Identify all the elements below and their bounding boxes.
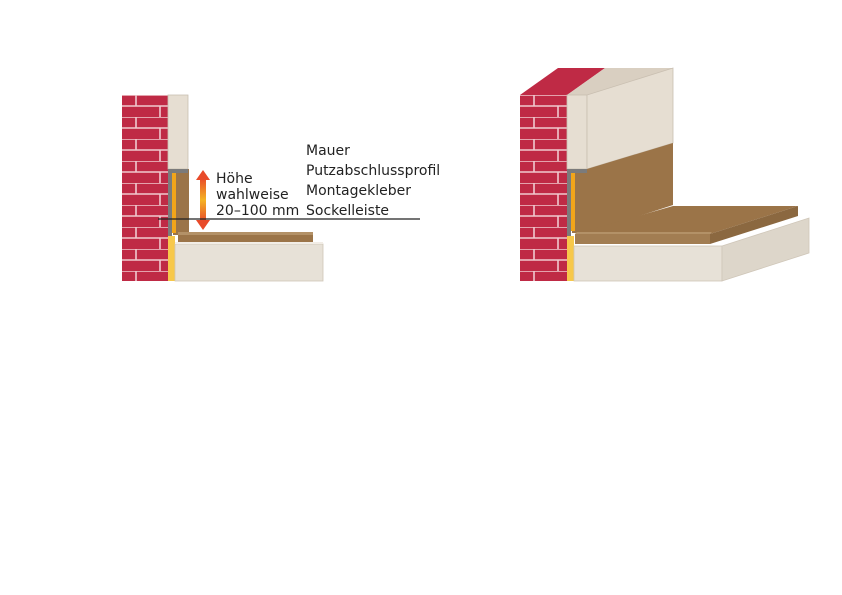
- baseboard-face: [587, 143, 673, 233]
- baseboard-front: [572, 169, 587, 233]
- height-optional-label: wahlweise: [216, 187, 289, 203]
- floor-covering-side: [710, 206, 798, 244]
- plaster-stop-profile: [168, 169, 188, 236]
- floor-covering-front: [575, 234, 710, 244]
- section-view: Höhe wahlweise 20–100 mm Mauer Putzabsch…: [122, 94, 440, 282]
- adhesive-strip-right: [571, 171, 575, 231]
- legend-sockelleiste: Sockelleiste: [306, 203, 389, 219]
- legend-mauer: Mauer: [306, 143, 350, 159]
- legend-putzabschlussprofil: Putzabschlussprofil: [306, 163, 440, 179]
- plaster-top: [567, 68, 673, 95]
- masonry-wall: [122, 95, 168, 281]
- floor-covering: [178, 232, 313, 242]
- edge-insulation-right: [567, 236, 574, 281]
- floor-covering-top: [178, 232, 313, 235]
- screed-front: [573, 245, 723, 282]
- height-range-label: 20–100 mm: [216, 203, 299, 219]
- legend-montagekleber: Montagekleber: [306, 183, 411, 199]
- adhesive-strip: [172, 171, 176, 233]
- height-label: Höhe: [216, 171, 253, 187]
- plaster-front-face: [566, 94, 588, 170]
- masonry-wall-front: [520, 95, 567, 281]
- perspective-view: [520, 67, 810, 282]
- floor-covering-surface: [575, 206, 798, 234]
- height-arrow: [196, 170, 210, 230]
- screed-side: [721, 217, 810, 282]
- screed-slab: [174, 243, 324, 282]
- plaster-stop-profile-right: [567, 169, 587, 236]
- plaster-layer: [167, 94, 189, 170]
- floor-gap: [175, 242, 323, 244]
- edge-insulation-strip: [168, 236, 175, 281]
- masonry-wall-top: [520, 68, 605, 95]
- floor-covering-highlight: [575, 232, 712, 234]
